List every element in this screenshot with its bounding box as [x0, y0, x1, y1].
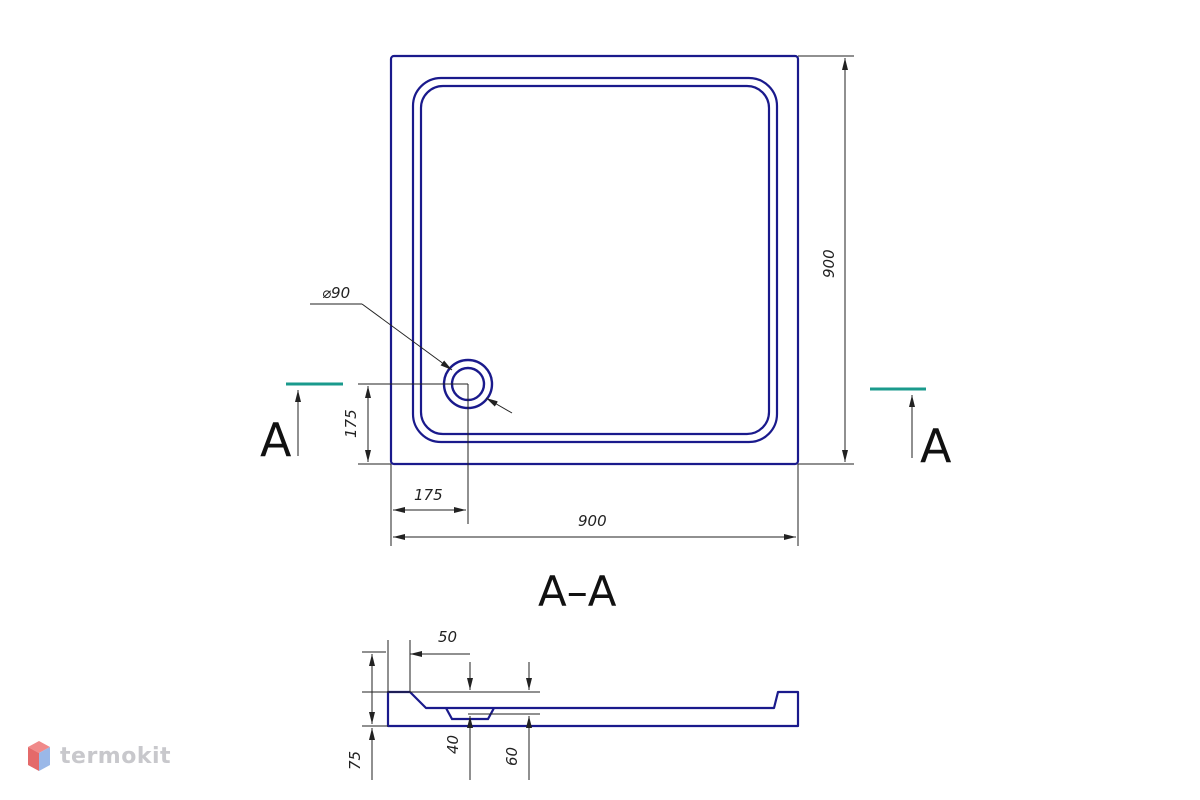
tray-section-profile [386, 690, 800, 728]
section-view: A–A 50 75 40 60 [346, 567, 800, 780]
drain-depth-label: 40 [444, 735, 462, 754]
drain-offset-x-label: 175 [414, 486, 443, 504]
section-title: A–A [538, 567, 617, 616]
overall-height-label: 900 [820, 249, 838, 278]
watermark-logo: termokit [26, 738, 171, 774]
base-height-label: 60 [503, 747, 521, 766]
drain-diameter-label: ⌀90 [322, 284, 350, 302]
watermark-brand: termokit [60, 743, 172, 769]
section-mark-right: A [920, 419, 952, 473]
diameter-leader-far [485, 397, 513, 414]
cube-logo-icon [28, 741, 50, 771]
drain-offset-y-label: 175 [342, 409, 360, 438]
overall-width-label: 900 [578, 512, 607, 530]
total-height-label: 75 [346, 751, 364, 770]
basin-inner-outline [419, 84, 771, 436]
rim-width-label: 50 [438, 628, 457, 646]
basin-outer-outline [411, 76, 779, 444]
plan-view: ⌀90 175 175 900 900 A A [260, 54, 952, 546]
diameter-leader-diagonal [361, 303, 453, 371]
tray-outer-outline [389, 54, 800, 466]
section-mark-left: A [260, 413, 292, 467]
